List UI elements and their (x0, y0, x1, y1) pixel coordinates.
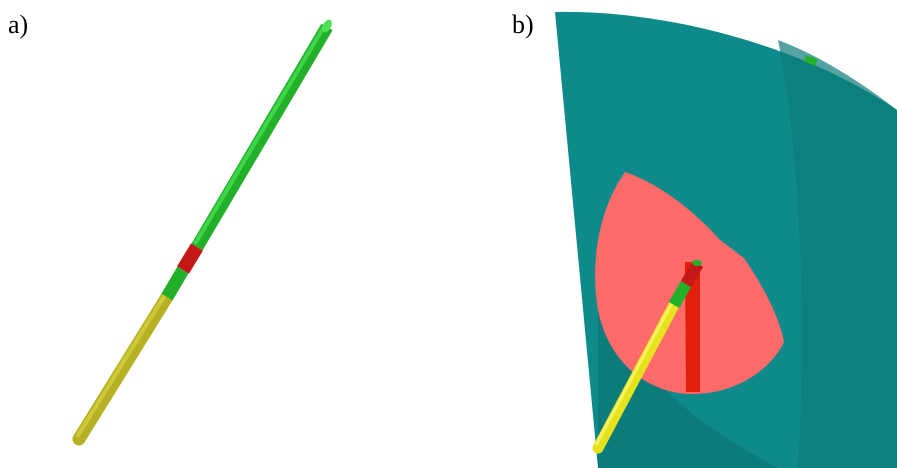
rod-b-yellow-segment (592, 299, 680, 454)
rod-a-top-cap (322, 19, 332, 33)
panel-a: a) (0, 0, 448, 468)
rod-b-top-cap (692, 260, 702, 266)
teal-shading-strip (778, 40, 897, 468)
rod-b-yellow-highlight (594, 302, 674, 446)
panel-b-illustration (555, 11, 897, 468)
rod-a-olive-segment (72, 290, 174, 446)
panel-b-label: b) (512, 10, 534, 39)
rod-a-green-highlight (193, 23, 327, 246)
rod-a-green-lower-segment (161, 266, 189, 301)
small-green-marker (803, 55, 818, 66)
rod-b-red-segment (680, 260, 704, 288)
rod-a-olive-highlight (75, 293, 167, 439)
rod-a-green-upper-segment (191, 23, 333, 251)
panel-b: b) (448, 0, 897, 468)
rod-a-red-segment (177, 243, 203, 274)
panel-a-illustration (72, 19, 333, 446)
red-bar-in-cut (685, 262, 700, 392)
panel-a-label: a) (8, 10, 29, 39)
rod-b-green-segment (668, 281, 692, 308)
teal-shadow-lower (598, 280, 778, 468)
